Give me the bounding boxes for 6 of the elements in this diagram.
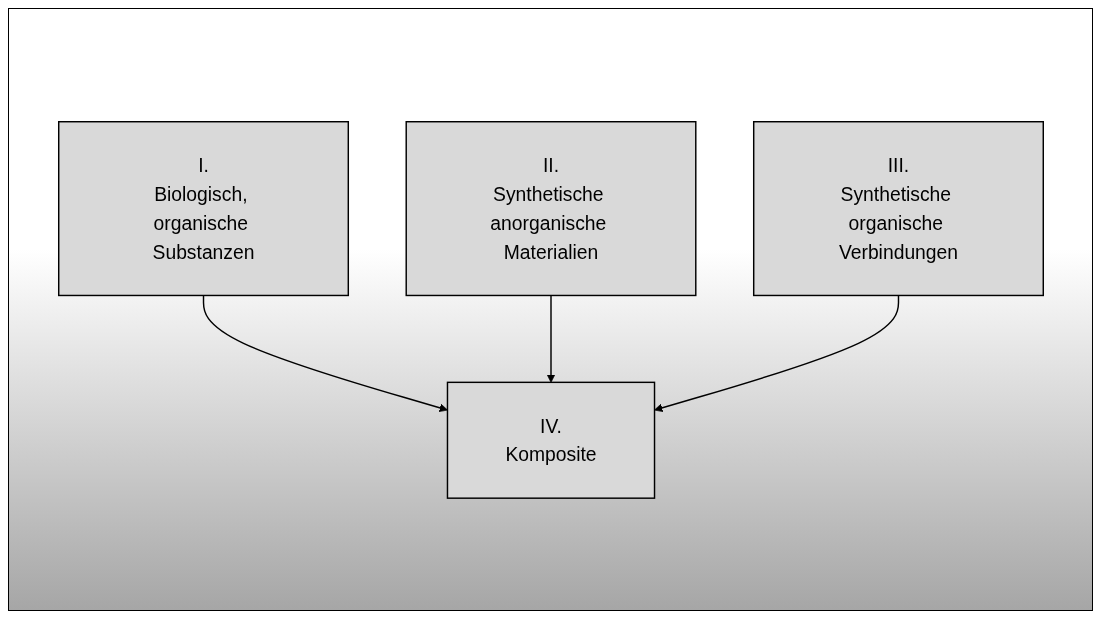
panel-background: I. Biologisch, organische Substanzen II. Synthetische anorganische Materialien III. Synthetische organische Verbindungen IV. Komposite <box>8 8 1093 611</box>
node-box <box>405 120 696 296</box>
node-box <box>752 120 1044 296</box>
node-box <box>446 381 655 499</box>
node-box <box>57 120 349 296</box>
arrow <box>546 294 555 383</box>
